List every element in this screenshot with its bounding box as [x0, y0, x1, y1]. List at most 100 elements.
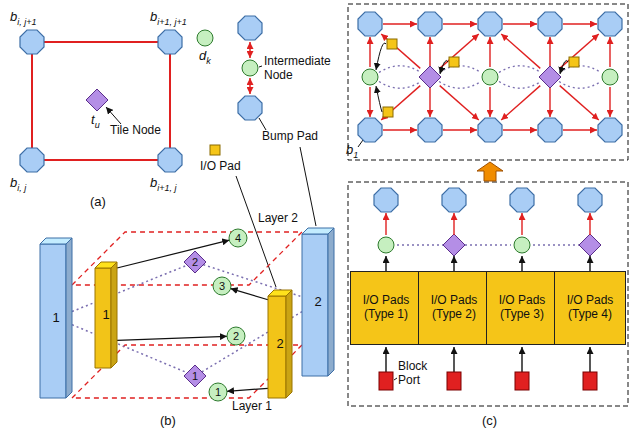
dashed-frame	[348, 4, 628, 160]
bump-pad	[20, 148, 44, 172]
assign-arrow	[376, 86, 382, 112]
prism-front	[268, 296, 286, 398]
arrow-line	[453, 213, 454, 235]
arrow-line	[503, 23, 537, 24]
arrow-line	[521, 256, 522, 271]
text-label: Layer 1	[232, 400, 272, 414]
arrow-line	[560, 86, 599, 120]
text-label: (a)	[90, 195, 106, 210]
bump-pad	[20, 30, 44, 54]
node-text: I/O Pads (Type 2)	[418, 294, 490, 322]
tile-node: 1	[184, 365, 206, 387]
io-pad: 1	[95, 262, 117, 368]
dotted-link	[559, 82, 601, 89]
diamond-shape	[184, 251, 206, 273]
intermediate-node	[514, 237, 530, 253]
io-pad-group: I/O Pads (Type 4)	[554, 271, 626, 345]
bump-pad	[418, 118, 442, 142]
tile-node	[86, 89, 108, 111]
bump-pad	[238, 96, 262, 120]
node-text: I/O Pads (Type 1)	[350, 294, 422, 322]
diamond-shape	[184, 365, 206, 387]
arrow-line	[503, 129, 537, 130]
bump-pad	[158, 30, 182, 54]
bump-pad	[238, 16, 262, 40]
dotted-link	[379, 66, 421, 73]
arrow-line	[381, 34, 420, 68]
io-pad-group: I/O Pads (Type 2)	[418, 271, 490, 345]
intermediate-node	[197, 30, 213, 46]
node-text: 2	[276, 337, 283, 352]
circle-shape	[227, 327, 245, 345]
arrow-line	[501, 86, 540, 120]
io-pad	[449, 57, 459, 67]
symbol-label: bi, j	[10, 176, 26, 193]
arrow-line	[381, 86, 420, 120]
io-pad	[387, 39, 397, 49]
dotted-link	[72, 265, 187, 311]
symbol-label: dk	[199, 49, 211, 66]
bump-pad	[418, 12, 442, 36]
assign-arrow	[376, 43, 386, 70]
io-pad	[569, 57, 579, 67]
prism-front	[40, 244, 66, 398]
arrow-line	[489, 37, 490, 67]
node-text: 1	[192, 370, 198, 383]
arrow-line	[453, 256, 454, 271]
prism-side	[328, 228, 334, 376]
leader-line	[259, 66, 262, 67]
arrow-line	[589, 256, 590, 271]
bump-pad: 2	[302, 228, 334, 376]
box-shape	[487, 272, 558, 345]
bump-pad	[442, 188, 466, 212]
circle-shape	[213, 277, 231, 295]
symbol-label: bi+1, j+1	[150, 10, 187, 27]
tile-node	[443, 234, 465, 256]
text-label: Intermediate Node	[264, 55, 346, 83]
arrow-connector	[117, 336, 227, 340]
node-text: 1	[215, 386, 221, 399]
bump-pad	[374, 188, 398, 212]
arrow-connector	[117, 240, 229, 268]
node-text: 3	[219, 280, 225, 293]
tile-node	[419, 66, 441, 88]
arrow-line	[501, 34, 540, 68]
node-text: 2	[314, 295, 321, 310]
block-port	[515, 372, 529, 390]
arrow-line	[549, 37, 550, 67]
leader-line	[358, 140, 363, 147]
arrow-line	[589, 213, 590, 235]
bump-pad	[358, 118, 382, 142]
io-pad	[210, 145, 220, 155]
intermediate-node: 4	[229, 229, 247, 247]
node-text: I/O Pads (Type 4)	[554, 294, 626, 322]
intermediate-node: 2	[227, 327, 245, 345]
arrow-line	[369, 37, 370, 67]
bump-pad	[158, 148, 182, 172]
intermediate-node	[378, 237, 394, 253]
expand-arrow	[477, 162, 503, 181]
io-pad-group: I/O Pads (Type 3)	[486, 271, 558, 345]
dotted-link	[499, 82, 541, 89]
dashed-frame	[348, 182, 628, 406]
arrow-line	[383, 129, 417, 130]
symbol-label: b1	[346, 143, 358, 160]
bump-pad	[538, 12, 562, 36]
bump-pad	[358, 12, 382, 36]
node-text: 2	[192, 256, 198, 269]
node-text: 1	[52, 311, 59, 326]
intermediate-node: 3	[213, 277, 231, 295]
tile-outline	[32, 42, 170, 160]
bump-pad	[538, 118, 562, 142]
io-pad	[383, 107, 393, 117]
arrow-line	[397, 244, 443, 245]
leader-line	[106, 107, 121, 124]
io-pad: 2	[268, 290, 292, 398]
prism-side	[111, 262, 117, 368]
arrow-line	[521, 347, 522, 372]
intermediate-node: 1	[209, 383, 227, 401]
arrow-line	[609, 37, 610, 67]
block-port	[583, 372, 597, 390]
block-port	[447, 372, 461, 390]
assign-arrow	[560, 61, 568, 75]
